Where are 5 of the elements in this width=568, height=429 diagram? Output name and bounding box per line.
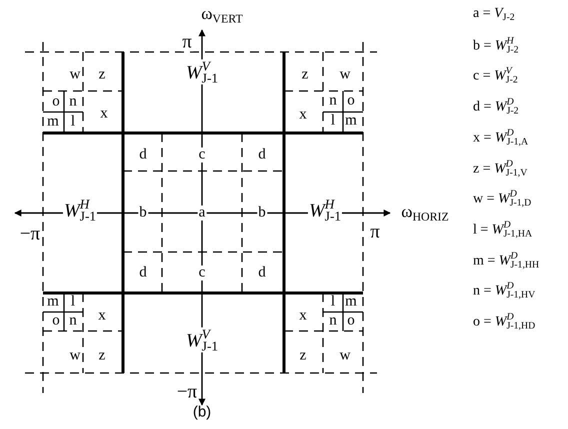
- region-label: c: [198, 148, 206, 162]
- legend-entry: a = V$_{J-2}$: [472, 7, 516, 23]
- region-label: c: [198, 266, 206, 280]
- caption: (b): [192, 404, 212, 420]
- region-label: a: [198, 206, 206, 220]
